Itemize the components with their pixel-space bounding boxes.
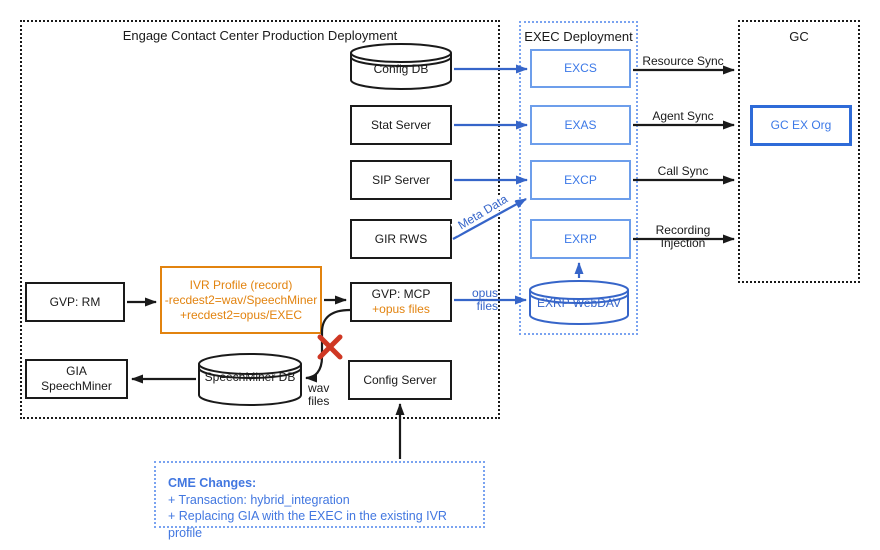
node-stat-server: Stat Server (350, 105, 452, 145)
node-gir-rws: GIR RWS (350, 219, 452, 259)
node-config-server: Config Server (348, 360, 452, 400)
edge-label-opus-files: opus files (471, 286, 498, 313)
node-ivr-profile: IVR Profile (record) -recdest2=wav/Speec… (160, 266, 322, 334)
gc-title: GC (789, 29, 809, 44)
node-exrp: EXRP (530, 219, 631, 259)
cme-changes-note: CME Changes: + Transaction: hybrid_integ… (154, 461, 485, 540)
node-gia-speechminer: GIA SpeechMiner (25, 359, 128, 399)
node-exrp-webdav-label: EXRP WebDAV (536, 296, 622, 310)
exec-deployment-title: EXEC Deployment (524, 29, 633, 44)
edge-label-wav-files: wav files (308, 381, 330, 408)
node-gvp-mcp: GVP: MCP +opus files (350, 282, 452, 322)
node-config-db-label: Config DB (373, 62, 429, 76)
node-sip-server: SIP Server (350, 160, 452, 200)
engage-deployment-title: Engage Contact Center Production Deploym… (122, 28, 398, 43)
edge-label-agent-sync: Agent Sync (652, 109, 714, 123)
node-exas: EXAS (530, 105, 631, 145)
node-excs: EXCS (530, 49, 631, 88)
edge-label-recording-injection: Recording Injection (655, 223, 711, 250)
node-gc-ex-org: GC EX Org (750, 105, 852, 146)
edge-label-call-sync: Call Sync (657, 164, 709, 178)
edge-label-resource-sync: Resource Sync (642, 54, 724, 68)
node-gvp-rm: GVP: RM (25, 282, 125, 322)
node-excp: EXCP (530, 160, 631, 200)
node-speechminer-db-label: SpeechMiner DB (204, 370, 296, 384)
gc-group (738, 20, 860, 283)
